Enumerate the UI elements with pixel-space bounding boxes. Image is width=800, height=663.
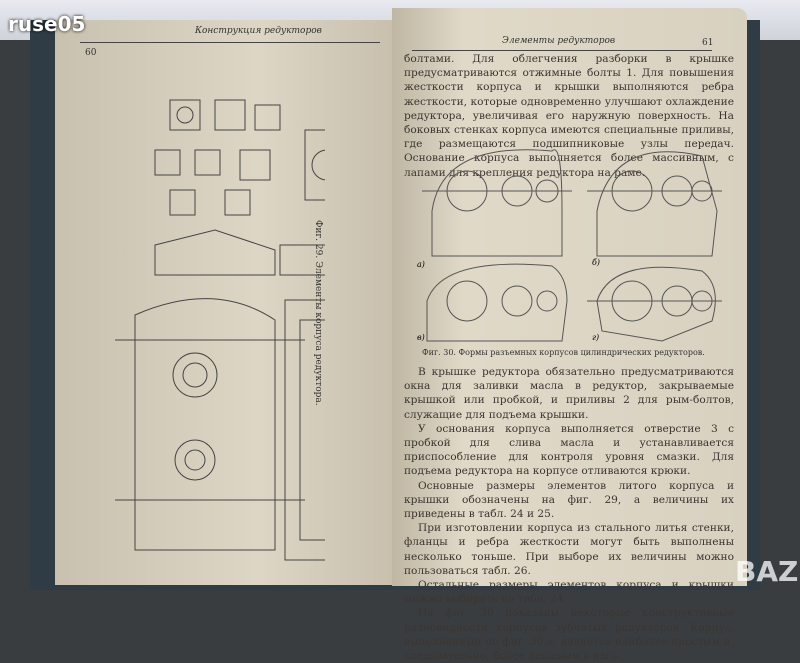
running-header: Элементы редукторов (502, 36, 616, 46)
right-page: Элементы редукторов 61 болтами. Для обле… (392, 8, 747, 662)
header-rule (80, 42, 380, 43)
paragraph: У основания корпуса выполняется отверсти… (404, 422, 734, 478)
running-header: Конструкция редукторов (195, 26, 322, 36)
body-text-bottom: В крышке редуктора обязательно предусмат… (404, 365, 734, 663)
subfigure-label: г) (592, 333, 600, 342)
subfigure-label: а) (417, 260, 425, 269)
figure-29-drawing (115, 99, 325, 561)
paragraph: На фиг. 30 показаны некоторые конструкти… (404, 607, 734, 663)
site-logo-watermark: BAZ (735, 555, 799, 588)
left-page: 60 Конструкция редукторов Фиг. 29. Элеме… (55, 20, 395, 585)
paragraph: При изготовлении корпуса из стального ли… (404, 522, 734, 577)
page-number: 60 (85, 48, 97, 58)
figure-30-drawing (422, 149, 722, 342)
page-number: 61 (702, 38, 714, 48)
header-rule (412, 50, 712, 51)
body-text-top: болтами. Для облегчения разборки в крышк… (404, 52, 734, 180)
subfigure-label: в) (417, 333, 425, 342)
subfigure-label: б) (592, 258, 601, 267)
figure-caption: Фиг. 30. Формы разъемных корпусов цилинд… (422, 348, 705, 357)
paragraph: Основные размеры элементов литого корпус… (404, 479, 734, 521)
figure-caption: Фиг. 29. Элементы корпуса редуктора. (313, 220, 323, 406)
watermark-username: ruse05 (8, 12, 86, 36)
paragraph: В крышке редуктора обязательно предусмат… (404, 366, 734, 421)
paragraph: болтами. Для облегчения разборки в крышк… (404, 53, 734, 179)
paragraph: Остальные размеры элементов корпуса и кр… (404, 579, 734, 606)
